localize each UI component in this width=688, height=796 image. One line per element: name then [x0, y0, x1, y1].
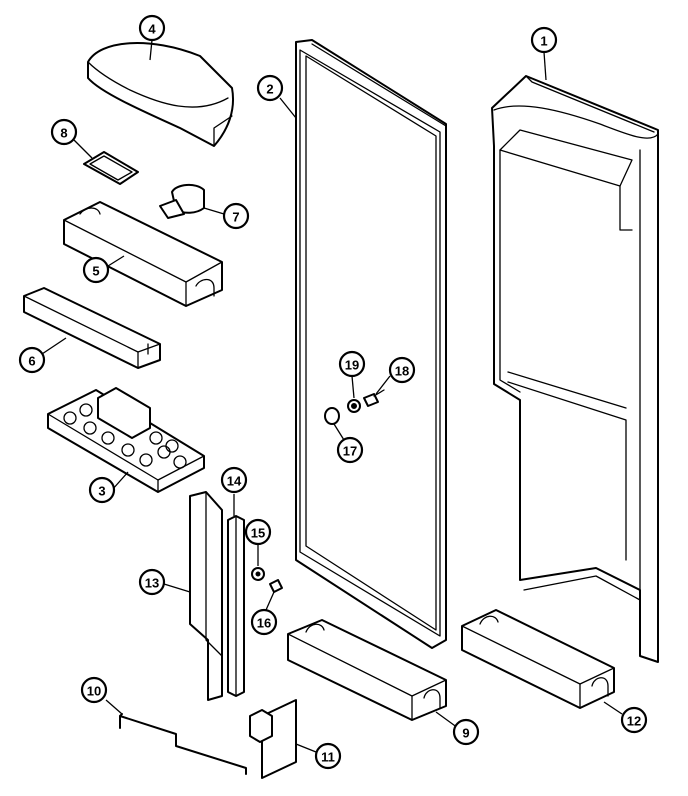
callout-13: 13 — [138, 568, 166, 596]
svg-text:10: 10 — [87, 684, 101, 699]
part-screw — [269, 579, 283, 593]
svg-text:6: 6 — [28, 354, 35, 369]
svg-text:2: 2 — [266, 82, 273, 97]
part-wire-rod — [119, 713, 247, 775]
callout-19: 19 — [338, 350, 366, 378]
part-dairy-cover — [87, 42, 234, 147]
callout-10: 10 — [80, 676, 108, 704]
callout-7: 7 — [222, 202, 250, 230]
callout-11: 11 — [314, 742, 342, 770]
callout-1: 1 — [530, 26, 558, 54]
part-plug — [324, 407, 340, 425]
callout-8: 8 — [50, 118, 78, 146]
part-nut — [251, 567, 265, 581]
svg-text:5: 5 — [92, 264, 99, 279]
callout-17: 17 — [336, 436, 364, 464]
callout-9: 9 — [452, 718, 480, 746]
svg-text:7: 7 — [232, 210, 239, 225]
callout-2: 2 — [256, 74, 284, 102]
svg-text:4: 4 — [148, 22, 156, 37]
svg-text:18: 18 — [395, 364, 409, 379]
callout-4: 4 — [138, 14, 166, 42]
callout-14: 14 — [220, 466, 248, 494]
part-door-liner — [491, 75, 659, 663]
part-egg-tray — [47, 387, 205, 493]
part-hinge-clip — [159, 184, 205, 219]
svg-text:9: 9 — [462, 726, 469, 741]
svg-text:12: 12 — [627, 714, 641, 729]
part-lower-door-bin-left — [287, 619, 447, 721]
svg-text:16: 16 — [257, 616, 271, 631]
callout-15: 15 — [244, 518, 272, 546]
part-bracket-plate — [249, 699, 297, 779]
svg-text:14: 14 — [227, 474, 242, 489]
svg-text:19: 19 — [345, 358, 359, 373]
svg-text:1: 1 — [540, 34, 547, 49]
svg-text:11: 11 — [321, 750, 335, 765]
part-door-gasket — [295, 39, 447, 649]
callout-18: 18 — [388, 356, 416, 384]
callout-5: 5 — [82, 256, 110, 284]
part-door-shelf-bin — [63, 201, 223, 307]
callout-3: 3 — [88, 476, 116, 504]
part-lower-door-bin-right — [461, 609, 615, 709]
svg-text:13: 13 — [145, 576, 159, 591]
callout-12: 12 — [620, 706, 648, 734]
part-door-trim-strip — [227, 515, 245, 697]
leader-lines — [41, 39, 623, 753]
svg-text:8: 8 — [60, 126, 67, 141]
part-door-trim-channel — [189, 491, 223, 701]
svg-text:17: 17 — [343, 444, 357, 459]
part-shelf-retainer-bar — [23, 287, 161, 369]
svg-text:15: 15 — [251, 526, 265, 541]
part-screw-small — [363, 389, 385, 407]
part-washer — [347, 399, 361, 413]
svg-text:3: 3 — [98, 484, 105, 499]
part-dairy-door-pad — [83, 151, 139, 185]
callout-16: 16 — [250, 608, 278, 636]
callout-6: 6 — [18, 346, 46, 374]
